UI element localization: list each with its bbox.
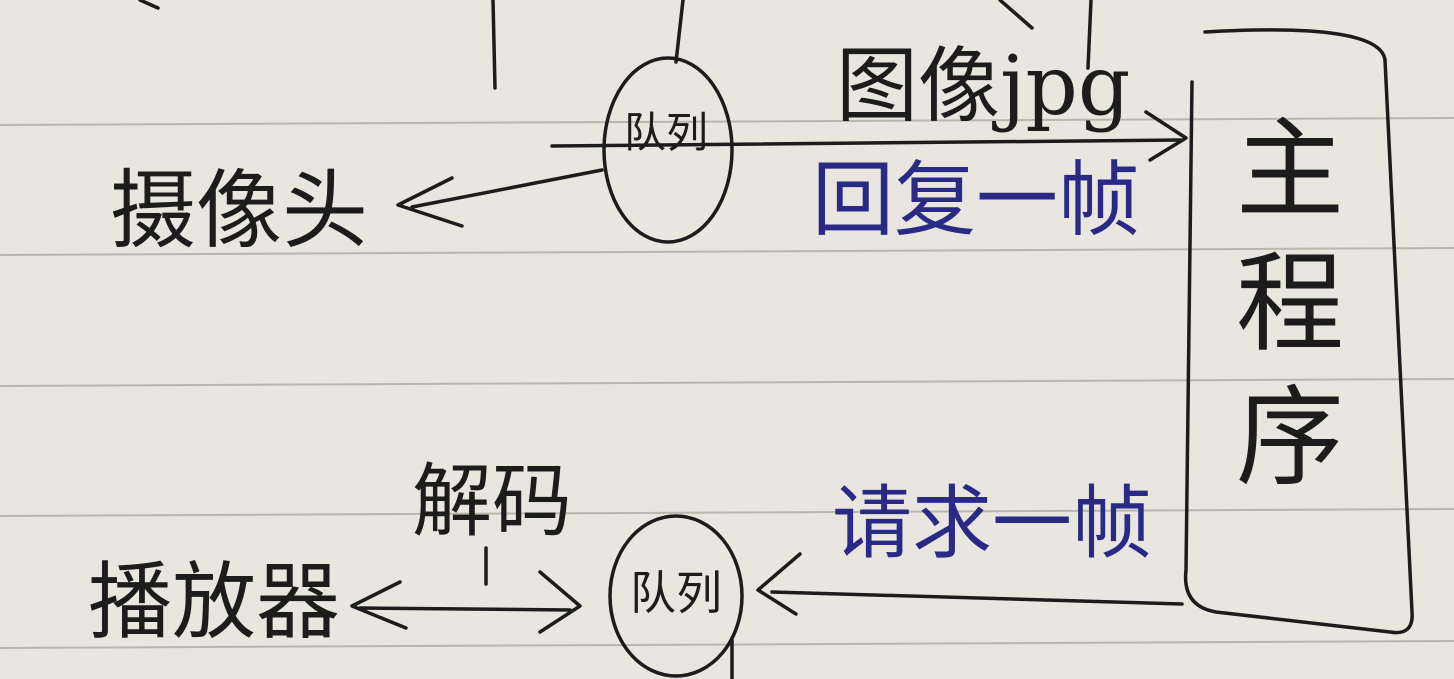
top-stroke: [998, 0, 1034, 30]
top-vertical-line: [1086, 0, 1093, 70]
arrow-queue-to-main: [550, 138, 1182, 148]
main-program-box: [1183, 28, 1414, 635]
top-vertical-line: [491, 0, 497, 90]
capture-module-label: 摄像头: [110, 161, 368, 261]
arrow-queue-to-camera: [410, 168, 604, 209]
top-stroke: [138, 0, 160, 10]
rule-line: [0, 247, 1454, 256]
queue-top-circle: [602, 56, 734, 244]
arrowhead-decode-left: [350, 580, 408, 630]
arrowhead-left-top: [396, 176, 464, 228]
arrowhead-right-top: [1144, 110, 1188, 162]
decode-label: 解码: [412, 455, 572, 548]
top-vertical-line: [674, 0, 685, 64]
queue-top-label: 队列: [624, 108, 709, 157]
player-label: 播放器: [88, 553, 341, 651]
arrowhead-decode-right: [538, 570, 582, 634]
arrow-decode: [358, 606, 572, 612]
arrow-main-to-queue: [770, 590, 1184, 606]
queue-bottom-circle: [608, 514, 744, 678]
image-jpg-label: 图像jpg: [836, 39, 1131, 134]
queue-bottom-label: 队列: [630, 566, 722, 620]
rule-line: [0, 508, 1454, 517]
request-frame-label: 请求一帧: [832, 477, 1152, 570]
main-program-label: 主程序: [1218, 112, 1343, 514]
rule-line: [0, 117, 1454, 126]
reply-frame-label: 回复一帧: [812, 153, 1141, 248]
rule-line: [0, 378, 1454, 387]
arrowhead-left-bottom: [756, 552, 802, 616]
